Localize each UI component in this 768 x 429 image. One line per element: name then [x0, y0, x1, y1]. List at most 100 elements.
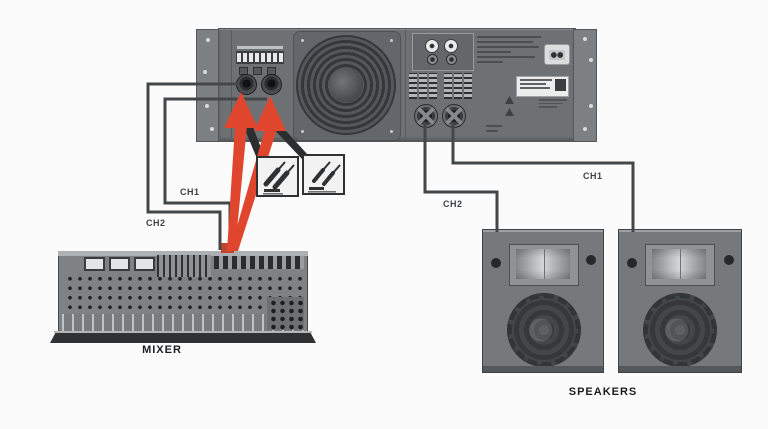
text-line	[520, 87, 550, 89]
mixer-front-edge	[50, 333, 316, 343]
vu-meter-icon	[109, 257, 130, 271]
knob-icon	[446, 54, 457, 65]
amp-right-rack-ear	[573, 29, 597, 142]
terminal-column	[454, 73, 462, 99]
speaker-base	[619, 366, 741, 372]
dip-switches-icon	[237, 53, 283, 62]
label-speaker-ch2: CH2	[443, 199, 463, 209]
text-line	[477, 41, 533, 43]
mixer-master-section	[267, 297, 304, 330]
output-terminal-strip-ch2	[408, 72, 438, 100]
mixer-knob-grid	[62, 272, 304, 314]
text-line	[486, 130, 498, 132]
screw-hole-icon	[589, 104, 593, 108]
label-amp-input-ch2: CH2	[146, 218, 166, 228]
speaker-right	[618, 229, 742, 373]
connector-callout-left	[256, 156, 299, 197]
text-line	[477, 51, 511, 53]
xlr-input-ch2-icon	[261, 74, 282, 95]
certification-label	[516, 76, 569, 97]
dip-switch-row	[236, 51, 284, 64]
text-line	[520, 83, 546, 85]
horn-flare	[652, 249, 706, 279]
screw-icon	[301, 130, 304, 133]
mixer-front-highlight	[54, 331, 312, 333]
highlight-arrow-shaft-left	[227, 126, 247, 251]
terminal-column	[419, 73, 427, 99]
ac-inlet-slots	[549, 49, 565, 60]
highlight-arrow-head-right	[254, 96, 286, 131]
screw-hole-icon	[589, 58, 593, 62]
port-icon	[627, 258, 637, 268]
cable-amp-input-ch2	[146, 82, 238, 250]
text-line	[477, 61, 503, 63]
text-line	[539, 99, 567, 101]
screw-icon	[390, 39, 393, 42]
attenuator-panel	[412, 33, 474, 71]
horn-seam	[544, 249, 545, 279]
terminal-column	[429, 73, 437, 99]
screw-hole-icon	[203, 70, 207, 74]
text-line	[486, 125, 502, 127]
horn-flare	[516, 249, 570, 279]
text-line	[477, 56, 535, 58]
speaker-base	[483, 366, 603, 372]
label-amp-input-ch1: CH1	[180, 187, 200, 197]
serial-text	[539, 99, 567, 110]
fan-hub-icon	[329, 68, 363, 102]
balanced-plug-icon	[263, 161, 295, 195]
phone-plug-icon	[308, 161, 341, 193]
label-speaker-ch1: CH1	[583, 171, 603, 181]
specification-text	[477, 36, 543, 66]
mixer-jack-row	[214, 256, 304, 269]
panel-seam	[405, 30, 406, 138]
text-line	[477, 46, 539, 48]
terminal-column	[444, 73, 452, 99]
screw-hole-icon	[583, 37, 587, 41]
mixer-label: MIXER	[142, 344, 182, 356]
horn-tweeter-icon	[645, 244, 715, 286]
screw-hole-icon	[583, 127, 587, 131]
speaker-left	[482, 229, 604, 373]
port-icon	[586, 255, 596, 265]
mixer-rear-edge	[58, 251, 308, 256]
knob-icon	[427, 54, 438, 65]
input-panel-fine-print	[237, 46, 283, 49]
highlight-arrow-head-left	[224, 92, 258, 128]
horn-tweeter-icon	[509, 244, 579, 286]
horn-seam	[680, 249, 681, 279]
ac-inlet-icon	[544, 44, 570, 65]
text-line	[539, 106, 557, 108]
text-line	[539, 102, 563, 104]
panel-fine-print	[486, 125, 504, 135]
cable-speaker-ch1	[451, 122, 635, 232]
knob-icon	[425, 39, 439, 53]
output-terminal-strip-ch1	[443, 72, 473, 100]
speakers-label: SPEAKERS	[568, 386, 638, 398]
port-icon	[724, 255, 734, 265]
screw-icon	[390, 130, 393, 133]
text-line	[520, 79, 552, 81]
cable-speaker-ch2	[423, 122, 499, 232]
terminal-column	[409, 73, 417, 99]
screw-icon	[301, 39, 304, 42]
terminal-column	[464, 73, 472, 99]
connector-callout-right	[302, 154, 345, 195]
mode-switch	[253, 67, 262, 75]
screw-hole-icon	[205, 104, 209, 108]
vu-meter-icon	[134, 257, 155, 271]
screw-hole-icon	[206, 38, 210, 42]
port-icon	[491, 258, 501, 268]
mixer-fader-section	[62, 314, 304, 333]
knob-icon	[444, 39, 458, 53]
warning-triangle-icon	[505, 108, 514, 116]
mixer-switch-bank	[157, 255, 211, 277]
vu-meter-icon	[84, 257, 105, 271]
warning-triangle-icon	[505, 96, 514, 104]
woofer-icon	[507, 293, 581, 367]
screw-hole-icon	[210, 127, 214, 131]
woofer-icon	[643, 293, 717, 367]
text-line	[477, 36, 541, 38]
